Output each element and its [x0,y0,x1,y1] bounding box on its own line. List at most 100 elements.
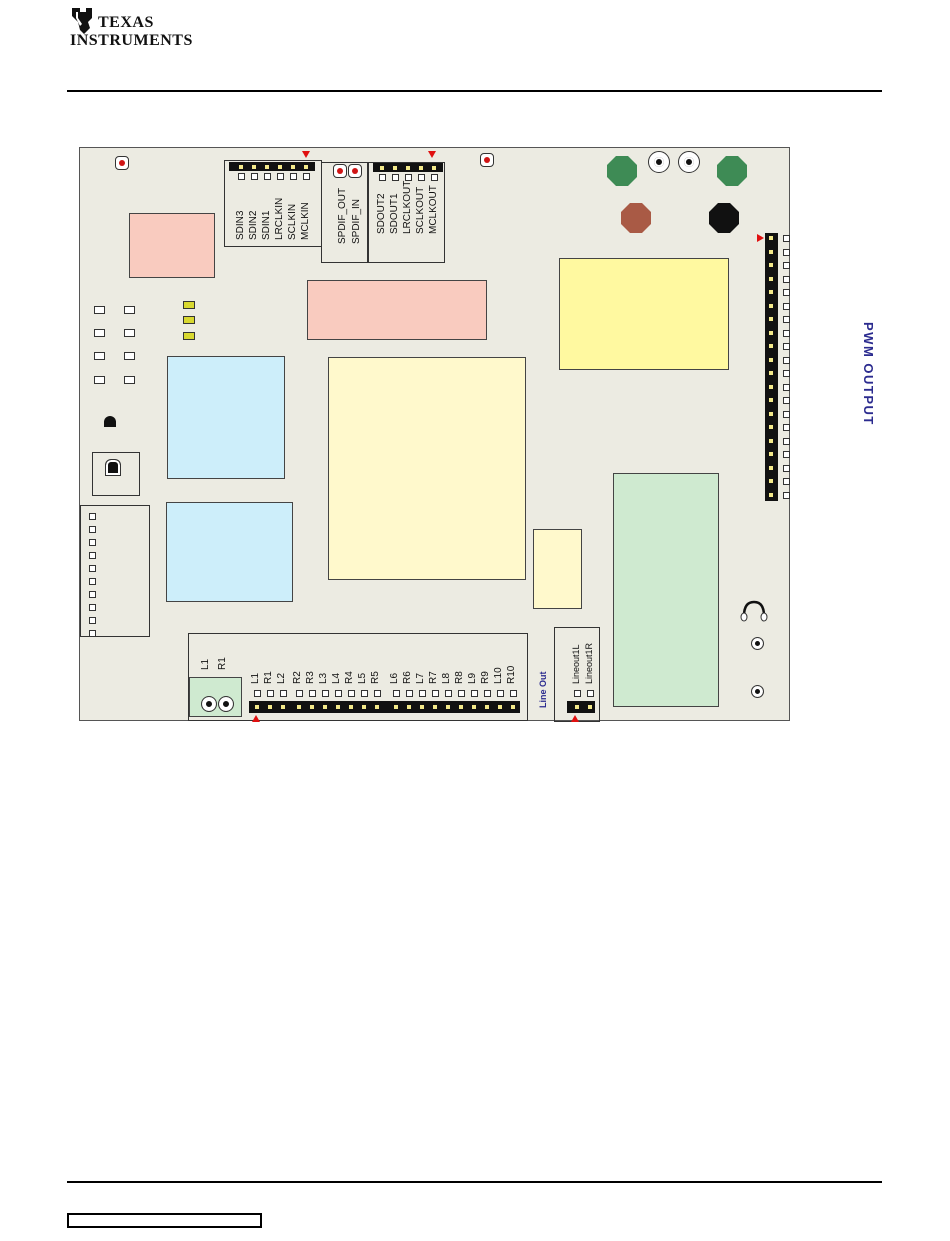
header-pin [769,331,773,335]
pin-pad [510,690,517,697]
component-block-pink-center [307,280,487,340]
test-point [751,685,764,698]
pin-label: SCLKIN [288,204,298,240]
header-pin [420,705,424,709]
pin-pad [783,303,790,310]
header-pin [769,398,773,402]
header-pin [297,705,301,709]
pin-pad [280,690,287,697]
pin-label: LRCLKOUT [403,181,413,234]
brown-button[interactable] [621,203,651,233]
pin-pad [89,630,96,637]
pin-label: L8 [442,673,452,684]
pin-pad [783,411,790,418]
pin-pad [296,690,303,697]
pin-pad [89,591,96,598]
pin-label: L10 [494,667,504,684]
terminal-screw [201,696,217,712]
status-led [480,153,494,167]
header-pin [304,165,308,169]
pin1-marker [757,234,764,242]
pin-label: R5 [371,671,381,684]
board-outline: SDIN3SDIN2SDIN1LRCLKINSCLKINMCLKINSPDIF_… [79,147,790,721]
terminal-block [189,677,242,717]
header-pin [769,385,773,389]
pin-label: SCLKOUT [416,187,426,234]
header-pin [433,705,437,709]
pin-pad [264,173,271,180]
pin-pad [254,690,261,697]
header-pin [769,493,773,497]
pin-pad [432,690,439,697]
pin-pad [309,690,316,697]
component-block-pink [129,213,215,278]
pin-pad [587,690,594,697]
indicator-led [124,352,135,360]
header-pin [769,344,773,348]
header-pin [265,165,269,169]
header-pin [769,358,773,362]
pin-label: Lineout1R [584,643,594,684]
pin-pad [290,173,297,180]
pin-pad [783,289,790,296]
pin-pad [379,174,386,181]
bottom-rule [67,1181,882,1183]
pin-pad [783,276,790,283]
header-pin [459,705,463,709]
pin1-marker [571,715,579,722]
pin-pad [445,690,452,697]
component-block-yellow [559,258,729,370]
pin-label: L2 [277,673,287,684]
pin-pad [458,690,465,697]
header-pin [769,317,773,321]
pin-label: L6 [390,673,400,684]
audio-jack[interactable] [678,151,700,173]
pin-label: MCLKIN [301,202,311,240]
pin-label: R10 [507,666,517,684]
green-button[interactable] [717,156,747,186]
pin-label: L9 [468,673,478,684]
pin-pad [431,174,438,181]
audio-jack[interactable] [648,151,670,173]
header-pin [291,165,295,169]
header-pin [349,705,353,709]
pin-label: SDIN1 [262,211,272,240]
pin-pad [335,690,342,697]
pin-pad [783,384,790,391]
pin1-marker [252,715,260,722]
component-block-cream-small [533,529,582,609]
header-pin [406,166,410,170]
pin-pad [89,552,96,559]
pin-label: SPDIF_IN [352,199,362,244]
header-pin [769,250,773,254]
footer-box [67,1213,262,1228]
pin-pad [783,465,790,472]
speaker-pin-header [249,701,520,713]
pin-label: Lineout1L [571,644,581,684]
green-button[interactable] [607,156,637,186]
pin-label: L1 [201,659,211,670]
pin-label: R7 [429,671,439,684]
black-button[interactable] [709,203,739,233]
pin-pad [783,370,790,377]
pin-pad [783,438,790,445]
pin-pad [783,330,790,337]
pin-pad [783,357,790,364]
pin-pad [89,513,96,520]
pin-label: L4 [332,673,342,684]
pin-pad [251,173,258,180]
header-pin [485,705,489,709]
indicator-led [94,329,105,337]
yellow-led [183,332,195,340]
header-pin [769,236,773,240]
header-pin [769,304,773,308]
pin-pad [89,526,96,533]
pin-pad [89,604,96,611]
header-pin [393,166,397,170]
pin-pad [783,343,790,350]
header-pin [769,290,773,294]
header-pin [769,263,773,267]
indicator-led [94,376,105,384]
pin-label: SDOUT2 [377,193,387,234]
header-pin [446,705,450,709]
